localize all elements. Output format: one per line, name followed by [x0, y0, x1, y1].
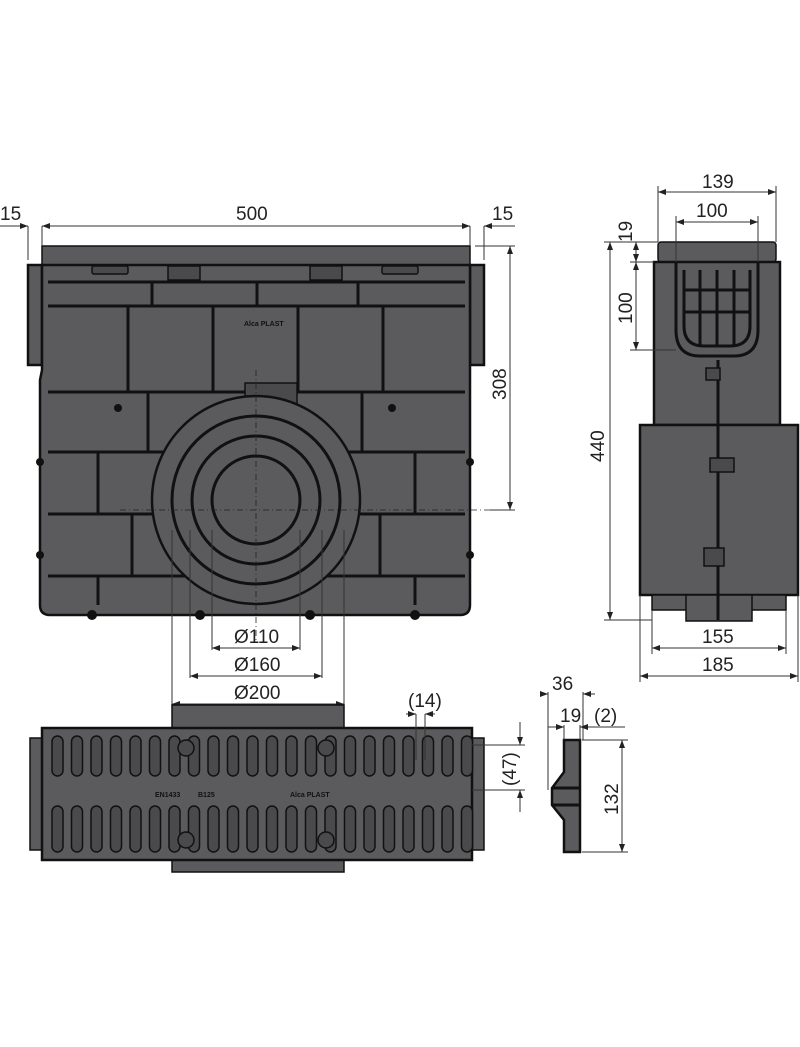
grate-slot — [129, 735, 142, 777]
dim-bottom-inner: 155 — [702, 627, 734, 648]
grate-slot — [343, 805, 357, 853]
profile-dimensions: 36 19 (2) 132 — [540, 674, 628, 853]
dim-slot: (14) — [408, 691, 442, 712]
dim-left-flange: 15 — [0, 204, 21, 225]
grate-slot — [109, 735, 123, 777]
grate-slot — [207, 805, 220, 853]
grate-slot — [382, 805, 396, 853]
grate-slot — [51, 735, 64, 777]
top-lip — [41, 245, 471, 267]
grate-slot — [207, 735, 220, 777]
grate-slot — [460, 805, 474, 853]
front-view: Alca PLAST — [26, 245, 515, 640]
grate-slot — [70, 735, 84, 777]
grate-slot — [304, 805, 318, 853]
front-dimensions: 500 15 15 308 Ø110 Ø160 Ø200 — [0, 204, 515, 707]
grate-slot — [441, 735, 454, 777]
grate-slot — [168, 805, 181, 853]
grate-slot — [304, 735, 318, 777]
grate-top-view: EN1433 B125 Alca PLAST — [29, 704, 485, 873]
marking-class: B125 — [198, 792, 215, 799]
grate-logo: Alca PLAST — [290, 792, 330, 799]
grate-slot — [402, 805, 415, 853]
dim-bottom-outer: 185 — [702, 655, 734, 676]
grate-slot — [265, 735, 279, 777]
grate-profile — [550, 738, 582, 854]
left-flange — [26, 263, 44, 367]
grate-slot — [363, 805, 376, 853]
dim-top-inner: 100 — [696, 201, 728, 222]
grate-slot — [363, 735, 376, 777]
grate-slot — [226, 805, 240, 853]
dim-right-flange: 15 — [492, 204, 513, 225]
right-flange — [468, 263, 486, 367]
grate-slot — [382, 735, 396, 777]
grate-slot — [421, 735, 435, 777]
grate-slot — [246, 735, 259, 777]
grate-dimensions: (14) (47) — [406, 691, 525, 812]
dim-d160: Ø160 — [234, 655, 280, 676]
grate-slot — [70, 805, 84, 853]
grate-slot — [441, 805, 454, 853]
grate-slot — [421, 805, 435, 853]
side-view — [638, 241, 800, 622]
dim-lip: 19 — [616, 221, 637, 242]
dim-basket: 100 — [616, 292, 637, 324]
grate-slot — [109, 805, 123, 853]
dim-height: 308 — [490, 368, 511, 400]
grate-slot — [129, 805, 142, 853]
grate-slot — [285, 805, 298, 853]
grate-slot — [265, 805, 279, 853]
dim-top-outer: 139 — [702, 172, 734, 193]
dim-d200: Ø200 — [234, 683, 280, 704]
dim-bar: (47) — [500, 752, 521, 786]
grate-slot — [148, 805, 162, 853]
dim-d110: Ø110 — [234, 627, 279, 648]
grate-slots — [51, 735, 474, 853]
dim-height-profile: 132 — [602, 783, 623, 815]
grate-slot — [168, 735, 181, 777]
grate-slot — [285, 735, 298, 777]
grate-slot — [90, 805, 103, 853]
dim-width: 500 — [236, 204, 268, 225]
marking-standard: EN1433 — [155, 792, 180, 799]
logo: Alca PLAST — [244, 321, 284, 328]
grate-slot — [460, 735, 474, 777]
side-dimensions: 139 100 19 100 440 155 185 — [588, 172, 799, 682]
dim-offset: (2) — [594, 706, 617, 727]
grate-slot — [402, 735, 415, 777]
grate-slot — [90, 735, 103, 777]
grate-slot — [51, 805, 64, 853]
dim-total: 36 — [552, 674, 573, 695]
grate-slot — [148, 735, 162, 777]
grate-slot — [343, 735, 357, 777]
dim-total-height: 440 — [588, 430, 609, 462]
grate-slot — [246, 805, 259, 853]
dim-thickness: 19 — [560, 706, 581, 727]
grate-slot — [226, 735, 240, 777]
